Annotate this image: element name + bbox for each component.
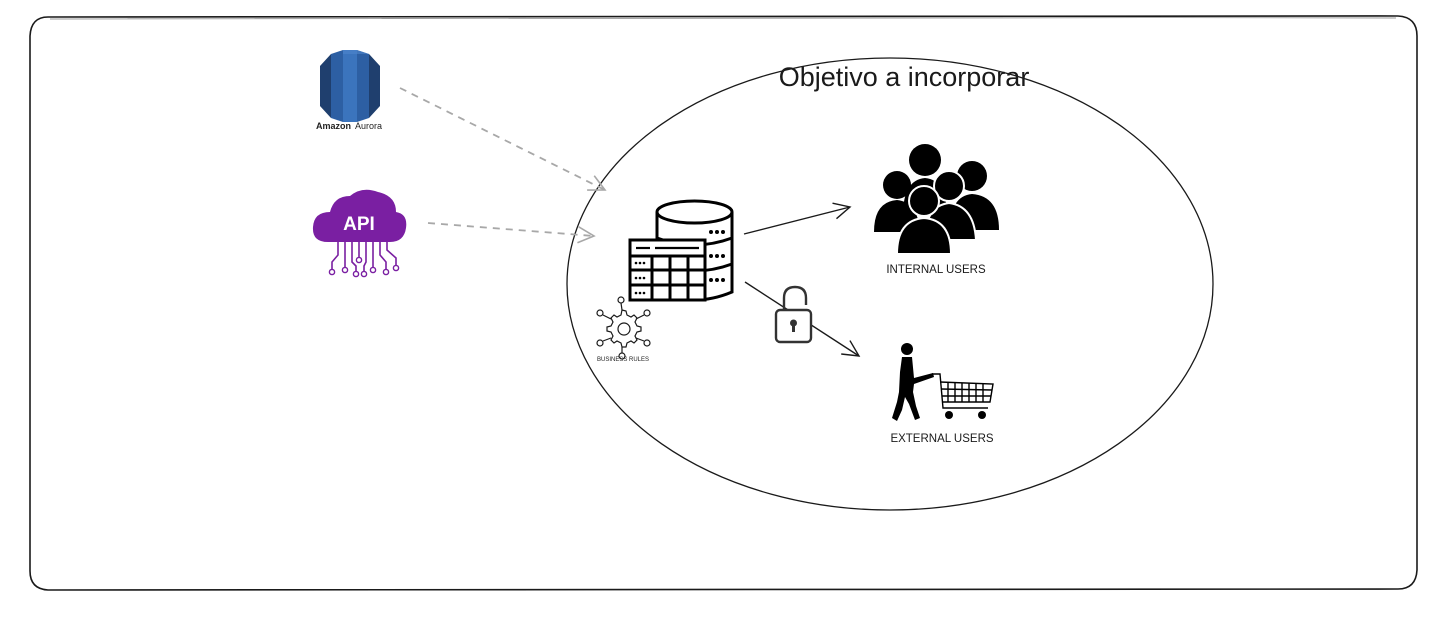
aurora-brand: Amazon — [316, 121, 351, 131]
source-arrows — [399, 87, 607, 244]
user-group-icon — [874, 144, 999, 255]
api-to-db-arrow — [427, 222, 596, 244]
unlocked-padlock-icon — [774, 285, 813, 344]
shopper-cart-icon — [892, 343, 994, 421]
api-cloud-icon: API — [312, 189, 407, 278]
aurora-to-db-arrow — [399, 87, 607, 191]
internal-users-label: INTERNAL USERS — [886, 264, 986, 276]
api-circuit-nodes — [328, 256, 400, 278]
gear-network-icon — [596, 296, 651, 360]
database-table-icon — [628, 199, 734, 302]
aurora-product: Aurora — [355, 121, 382, 131]
db-to-internal-arrow — [743, 202, 852, 235]
external-users-label: EXTERNAL USERS — [890, 433, 993, 445]
diagram-title: Objetivo a incorporar — [779, 62, 1030, 92]
business-rules-label: BUSINESS RULES — [597, 357, 649, 363]
api-circuit-lines — [331, 242, 397, 272]
amazon-aurora-icon — [320, 50, 380, 122]
outer-frame — [29, 14, 1418, 592]
api-label: API — [343, 214, 375, 235]
aurora-label: Amazon Aurora — [316, 121, 382, 131]
scope-ellipse — [566, 57, 1214, 511]
